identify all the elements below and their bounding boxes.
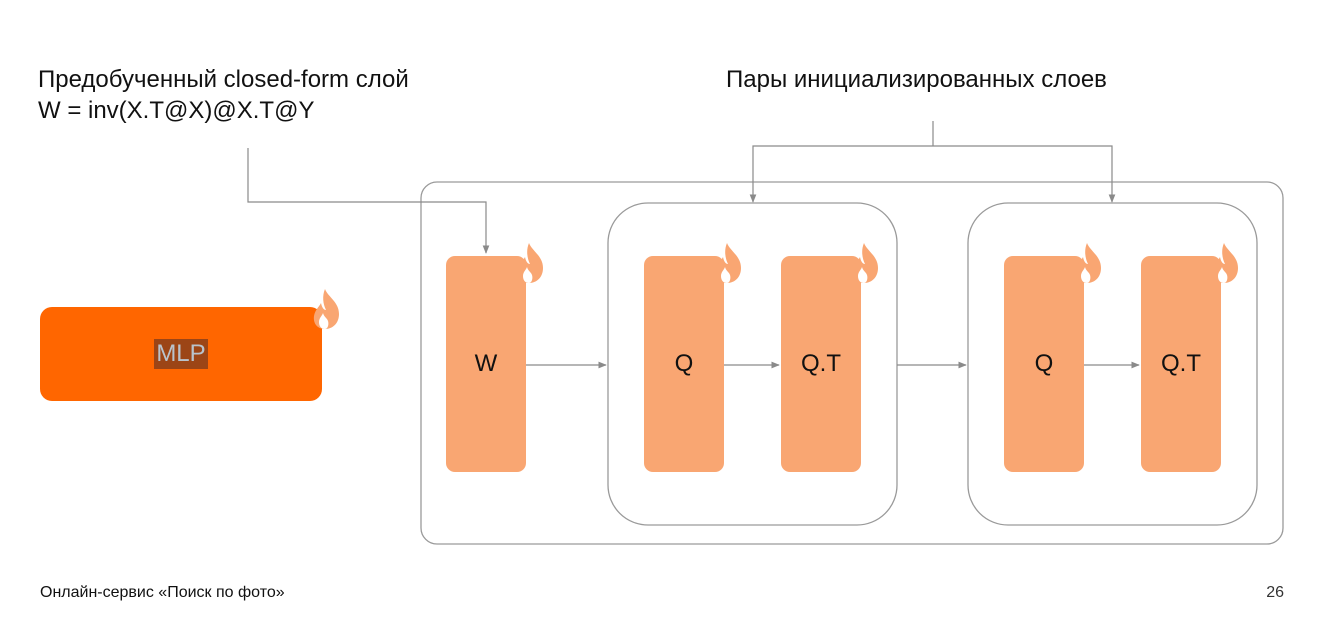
model-outer-container [420, 181, 1284, 545]
pair-container-2 [967, 202, 1258, 526]
pairs-connector-right [933, 145, 1116, 203]
closed-form-formula: W = inv(X.T@X)@X.T@Y [38, 97, 315, 124]
mlp-label: MLP [154, 339, 208, 369]
q-layer-label-1: Q [674, 350, 694, 377]
flame-icon [852, 243, 878, 283]
closed-form-connector [247, 148, 490, 254]
pairs-connector-left [749, 145, 933, 203]
qt-layer-block-2: Q.T [1141, 256, 1221, 472]
closed-form-title-line1: Предобученный closed-form слой [38, 66, 409, 93]
w-layer-label: W [474, 350, 498, 377]
mlp-block: MLP [40, 307, 322, 401]
footer-service-name: Онлайн-сервис «Поиск по фото» [40, 584, 285, 601]
flame-icon [517, 243, 543, 283]
flame-icon [1212, 243, 1238, 283]
closed-form-title: Предобученный closed-form слой W = inv(X… [38, 64, 409, 126]
q-layer-block-2: Q [1004, 256, 1084, 472]
page-number: 26 [1266, 584, 1284, 601]
flame-icon [1075, 243, 1101, 283]
q-layer-block-1: Q [644, 256, 724, 472]
qt-layer-label-2: Q.T [1161, 350, 1201, 377]
w-layer-block: W [446, 256, 526, 472]
qt-layer-block-1: Q.T [781, 256, 861, 472]
q-layer-label-2: Q [1034, 350, 1054, 377]
flame-icon [313, 289, 339, 329]
pair-container-1 [607, 202, 898, 526]
flame-icon [715, 243, 741, 283]
initialized-pairs-title: Пары инициализированных слоев [726, 66, 1107, 93]
qt-layer-label-1: Q.T [801, 350, 841, 377]
